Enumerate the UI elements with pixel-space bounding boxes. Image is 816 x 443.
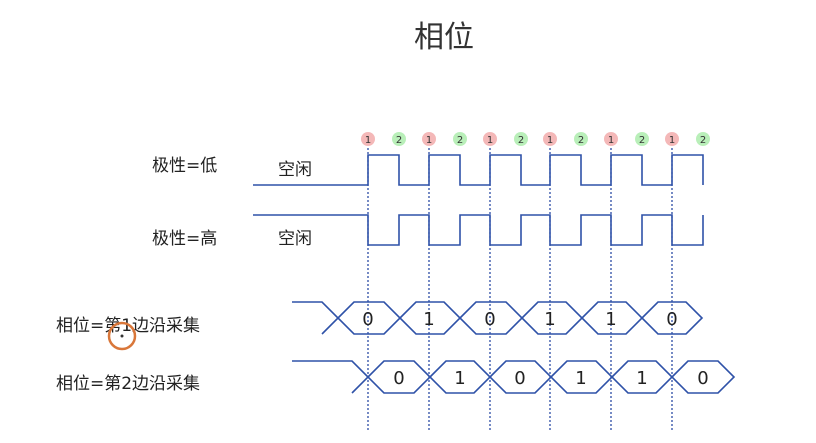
data-bit: 1 <box>423 309 434 330</box>
data-bit: 0 <box>362 309 373 330</box>
edge-marker-2 <box>696 132 710 146</box>
edge-marker-1-label: 1 <box>608 135 614 146</box>
edge-marker-2 <box>392 132 406 146</box>
data-bit: 0 <box>393 368 404 389</box>
clock-waveform-polarity-high <box>253 214 704 246</box>
data-bit: 1 <box>544 309 555 330</box>
data-bit: 0 <box>697 368 708 389</box>
data-bit: 1 <box>605 309 616 330</box>
edge-marker-1-label: 1 <box>365 135 371 146</box>
edge-marker-1 <box>483 132 497 146</box>
page-title: 相位 <box>414 20 474 55</box>
edge-markers: 1 2 1 2 1 2 1 2 1 2 1 2 <box>361 132 710 146</box>
edge-marker-1-label: 1 <box>487 135 493 146</box>
data-line-lead <box>292 360 370 394</box>
data-bit: 0 <box>514 368 525 389</box>
edge-marker-1 <box>361 132 375 146</box>
edge-marker-1 <box>543 132 557 146</box>
edge-marker-1 <box>422 132 436 146</box>
data-bit: 1 <box>454 368 465 389</box>
edge-marker-1 <box>604 132 618 146</box>
edge-marker-2 <box>635 132 649 146</box>
edge-marker-2-label: 2 <box>457 135 463 146</box>
data-line-lead <box>292 301 340 335</box>
data-bit-cell <box>670 360 736 394</box>
data-bit-cell <box>640 301 704 335</box>
idle-label: 空闲 <box>278 160 312 180</box>
data-bit: 1 <box>575 368 586 389</box>
edge-marker-2 <box>453 132 467 146</box>
cursor-ring <box>107 321 137 351</box>
edge-marker-2-label: 2 <box>518 135 524 146</box>
data-bit: 0 <box>666 309 677 330</box>
edge-marker-2-label: 2 <box>639 135 645 146</box>
edge-marker-1-label: 1 <box>426 135 432 146</box>
edge-marker-2 <box>514 132 528 146</box>
row-label-phase-first-edge: 相位=第1边沿采集 <box>56 316 200 336</box>
data-bit: 1 <box>636 368 647 389</box>
cursor-highlight <box>107 321 137 351</box>
data-bit: 0 <box>484 309 495 330</box>
data-line-first-edge <box>292 301 704 335</box>
edge-marker-1-label: 1 <box>547 135 553 146</box>
edge-marker-2 <box>574 132 588 146</box>
edge-marker-1-label: 1 <box>669 135 675 146</box>
edge-marker-1 <box>665 132 679 146</box>
clock-waveform-polarity-low <box>253 154 704 186</box>
edge-guide-lines <box>367 148 673 430</box>
idle-label: 空闲 <box>278 229 312 249</box>
edge-marker-2-label: 2 <box>700 135 706 146</box>
row-label-polarity-low: 极性=低 <box>152 156 217 176</box>
edge-marker-2-label: 2 <box>396 135 402 146</box>
edge-marker-2-label: 2 <box>578 135 584 146</box>
data-line-second-edge <box>292 360 736 394</box>
row-label-polarity-high: 极性=高 <box>152 229 217 249</box>
row-label-phase-second-edge: 相位=第2边沿采集 <box>56 374 200 394</box>
cursor-dot <box>120 334 124 338</box>
